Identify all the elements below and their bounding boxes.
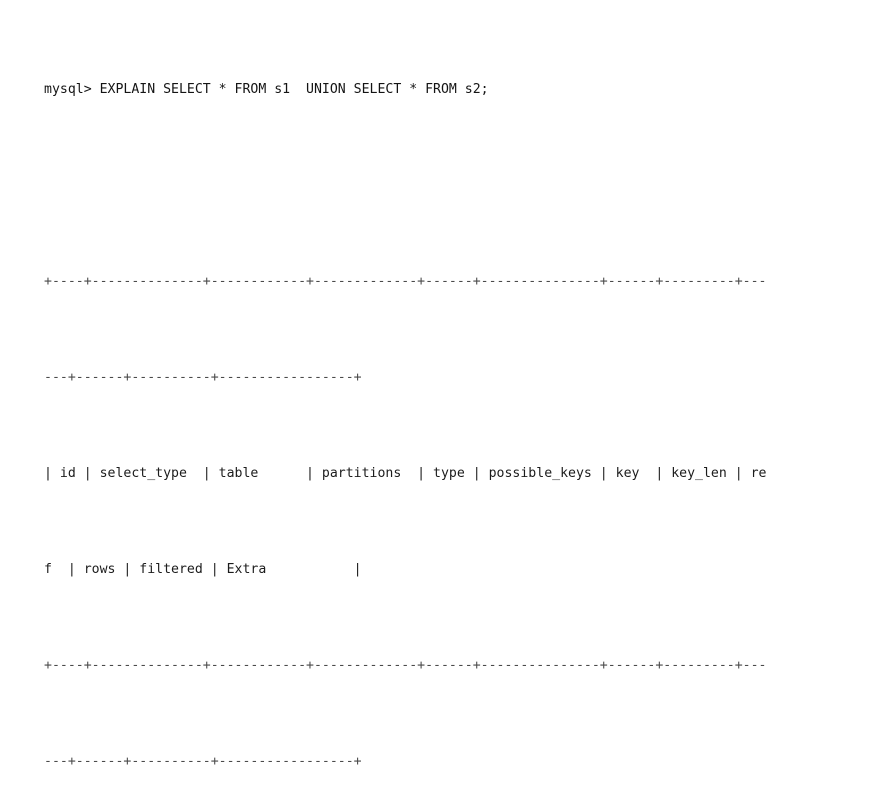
table-border-top-part1: +----+--------------+------------+------… [44,274,767,289]
table-border-top-part2: ---+------+----------+-----------------+ [44,370,362,385]
mysql-terminal-output[interactable]: mysql> EXPLAIN SELECT * FROM s1 UNION SE… [0,0,881,769]
table-border-header-part1: +----+--------------+------------+------… [44,658,767,673]
blank-line [44,174,881,198]
command-line: mysql> EXPLAIN SELECT * FROM s1 UNION SE… [44,82,489,97]
table-header-part2: f | rows | filtered | Extra | [44,562,362,577]
table-border-header-part2: ---+------+----------+-----------------+ [44,754,362,769]
table-header-part1: | id | select_type | table | partitions … [44,466,767,481]
